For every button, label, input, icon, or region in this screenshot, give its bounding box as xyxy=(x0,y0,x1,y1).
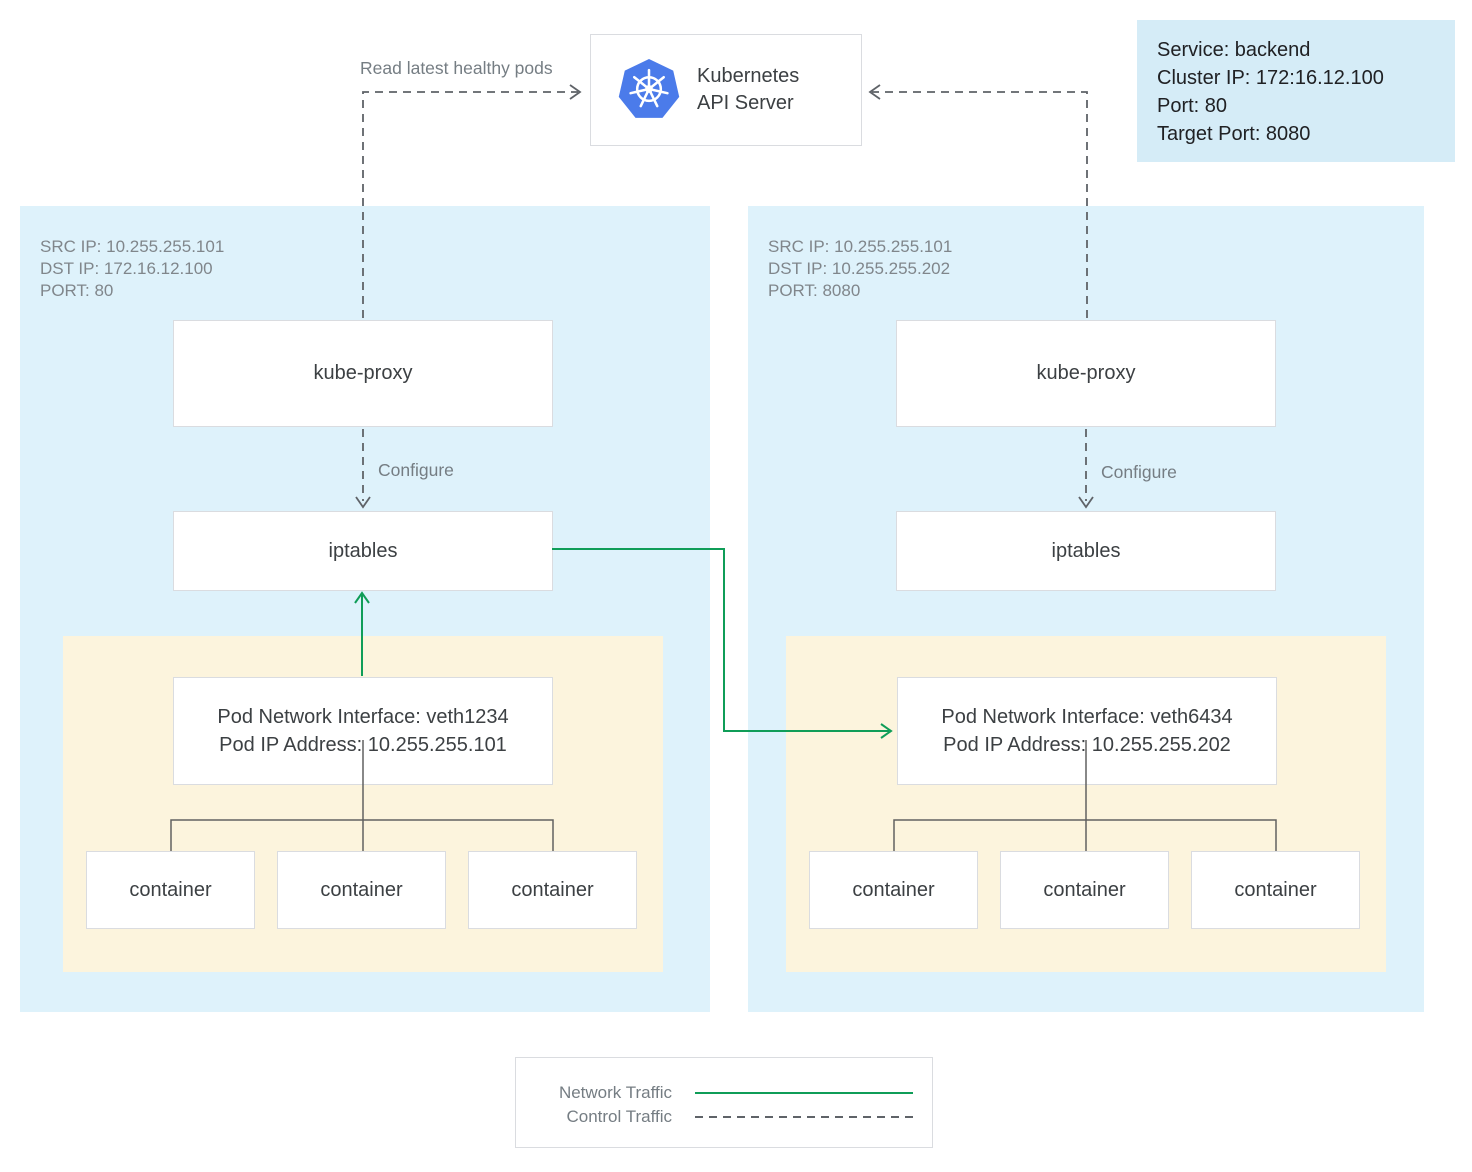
kubernetes-api-server-box: Kubernetes API Server xyxy=(590,34,862,146)
container-box: container xyxy=(1191,851,1360,929)
configure-label-left: Configure xyxy=(378,460,454,480)
container-box: container xyxy=(809,851,978,929)
arrowhead-right-icon xyxy=(569,84,582,100)
pod-network-interface-right-box: Pod Network Interface: veth6434 Pod IP A… xyxy=(897,677,1277,785)
legend-control-traffic-label: Control Traffic xyxy=(566,1107,672,1126)
pod-network-interface-left-box: Pod Network Interface: veth1234 Pod IP A… xyxy=(173,677,553,785)
service-port: Port: 80 xyxy=(1157,95,1228,117)
container-box: container xyxy=(86,851,255,929)
container-box: container xyxy=(277,851,446,929)
legend-box xyxy=(515,1057,933,1148)
pod-ip-left: Pod IP Address: 10.255.255.101 xyxy=(219,734,507,756)
legend-network-traffic-label: Network Traffic xyxy=(558,1083,672,1102)
kube-proxy-left-box: kube-proxy xyxy=(173,320,553,427)
api-server-label-line1: Kubernetes xyxy=(697,65,800,87)
service-info-box: Service: backend Cluster IP: 172:16.12.1… xyxy=(1137,20,1455,162)
kube-proxy-right-box: kube-proxy xyxy=(896,320,1276,427)
pod-ip-right: Pod IP Address: 10.255.255.202 xyxy=(943,734,1231,756)
packet-info-right: SRC IP: 10.255.255.101 DST IP: 10.255.25… xyxy=(768,237,953,300)
service-name: Service: backend xyxy=(1157,39,1311,61)
iptables-left-box: iptables xyxy=(173,511,553,591)
packet-info-left: SRC IP: 10.255.255.101 DST IP: 172.16.12… xyxy=(40,237,225,300)
arrowhead-left-icon xyxy=(868,84,881,100)
read-latest-healthy-pods-label: Read latest healthy pods xyxy=(360,58,553,78)
pod-interface-left: Pod Network Interface: veth1234 xyxy=(217,706,509,728)
container-box: container xyxy=(1000,851,1169,929)
kubernetes-logo-icon xyxy=(618,59,680,118)
container-box: container xyxy=(468,851,637,929)
service-cluster-ip: Cluster IP: 172:16.12.100 xyxy=(1157,67,1384,89)
configure-label-right: Configure xyxy=(1101,462,1177,482)
service-target-port: Target Port: 8080 xyxy=(1157,123,1311,145)
iptables-right-box: iptables xyxy=(896,511,1276,591)
pod-interface-right: Pod Network Interface: veth6434 xyxy=(941,706,1233,728)
api-server-label-line2: API Server xyxy=(697,92,794,114)
